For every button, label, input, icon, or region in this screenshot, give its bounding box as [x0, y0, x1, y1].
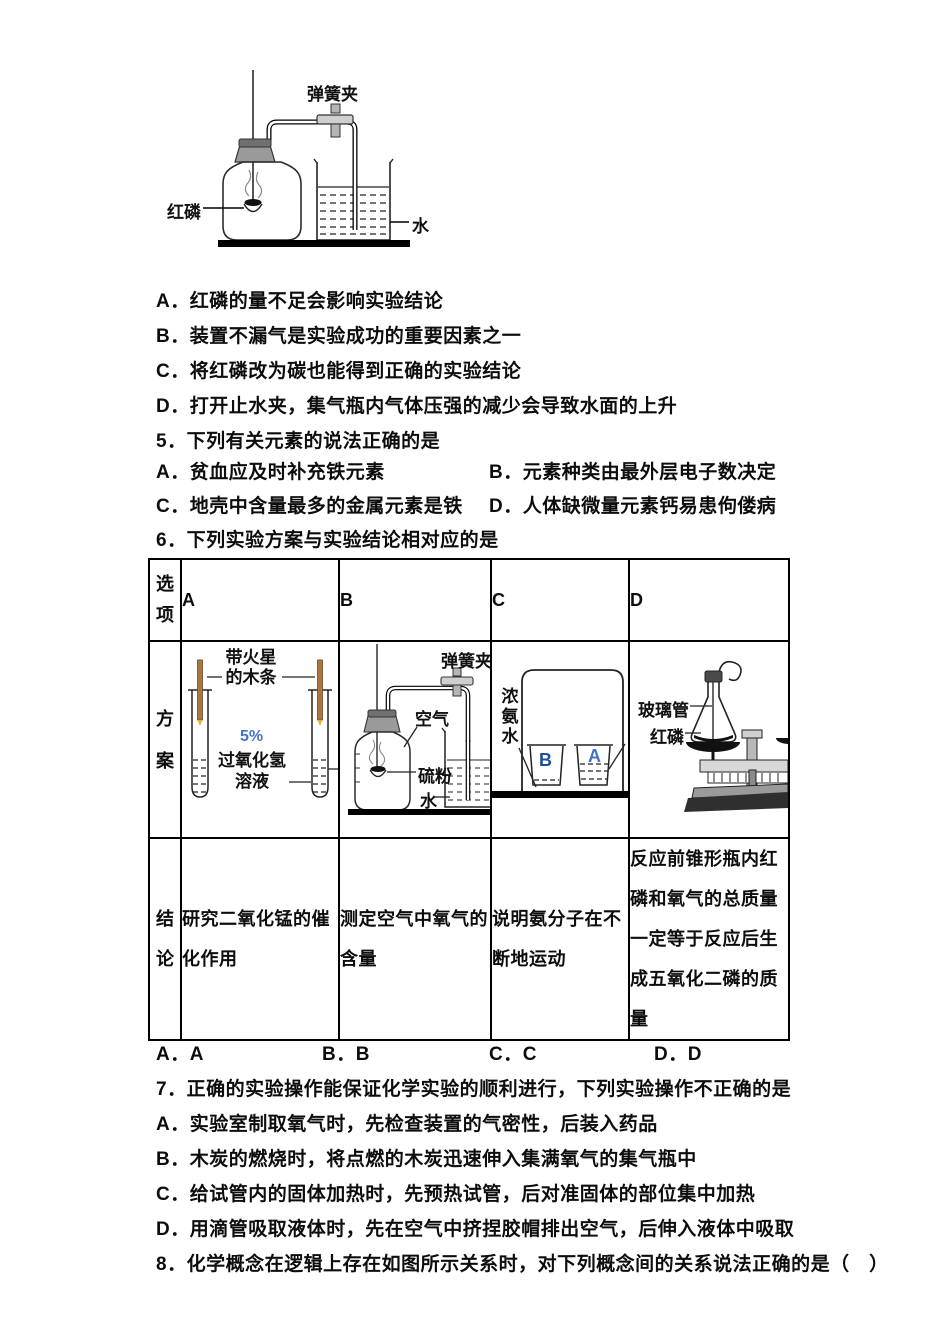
beaker-b: [529, 745, 564, 786]
q4-option-b: B．装置不漏气是实验成功的重要因素之一: [156, 326, 522, 347]
q6-answer-a: A．A: [156, 1044, 204, 1065]
q6-row-plan: 方案: [148, 640, 182, 839]
wood-splint: [317, 659, 323, 721]
balance-beam: [699, 759, 787, 773]
spring-clamp-icon: [316, 103, 354, 138]
bench-base: [493, 791, 627, 798]
splint-label: 带火星的木条: [225, 648, 277, 687]
combustion-spoon: [243, 203, 263, 213]
spark: [317, 720, 323, 726]
q6-corner-cell: 选项: [148, 558, 182, 642]
air-label: 空气: [415, 710, 449, 729]
peroxide-solution-label: 过氧化氢溶液: [218, 751, 286, 791]
q5-option-b: B．元素种类由最外层电子数决定: [489, 462, 777, 483]
q6-answer-c: C．C: [489, 1044, 537, 1065]
q4-apparatus-shapes: [203, 70, 410, 247]
bell-jar: [521, 669, 624, 792]
q6-plan-c-cell: 浓氨水 B A: [490, 640, 630, 839]
q6-answer-b: B．B: [322, 1044, 370, 1065]
q6-table: 选项 A B C D 方案: [148, 558, 790, 1041]
q6-plan-d-cell: 玻璃管 红磷: [628, 640, 790, 839]
q6-conclusion-a: 研究二氧化锰的催化作用: [180, 837, 340, 1041]
test-tube: [191, 690, 209, 798]
q6-row-conclusion: 结论: [148, 837, 182, 1041]
plan-c-diagram: [493, 669, 627, 798]
spring-clamp-icon: [440, 667, 474, 697]
stand-base: [348, 809, 489, 815]
q6-col-b: B: [338, 558, 492, 642]
q7-option-b: B．木炭的燃烧时，将点燃的木炭迅速伸入集满氧气的集气瓶中: [156, 1149, 697, 1170]
q6-plan-b-cell: 弹簧夹 空气 硫粉 水: [338, 640, 492, 839]
clamp-label: 弹簧夹: [307, 85, 358, 104]
q6-col-a: A: [180, 558, 340, 642]
spark: [197, 720, 203, 726]
q6-conclusion-b: 测定空气中氧气的含量: [338, 837, 492, 1041]
q7-stem: 7．正确的实验操作能保证化学实验的顺利进行，下列实验操作不正确的是: [156, 1079, 792, 1100]
beaker-a-letter: A: [588, 746, 601, 766]
q7-option-a: A．实验室制取氧气时，先检查装置的气密性，后装入药品: [156, 1114, 658, 1135]
ammonia-label: 浓氨水: [501, 687, 519, 746]
q5-option-c: C．地壳中含量最多的金属元素是铁: [156, 496, 463, 517]
q6-col-d: D: [628, 558, 790, 642]
q4-apparatus-diagram: 弹簧夹 红磷 水: [165, 70, 455, 255]
water-label: 水: [412, 217, 429, 236]
q8-stem: 8．化学概念在逻辑上存在如图所示关系时，对下列概念间的关系说法正确的是（ ）: [156, 1254, 889, 1275]
q5-option-a: A．贫血应及时补充铁元素: [156, 462, 385, 483]
balance-base: [684, 792, 787, 812]
stopper: [234, 144, 276, 163]
q7-option-d: D．用滴管吸取液体时，先在空气中挤捏胶帽排出空气，后伸入液体中吸取: [156, 1219, 795, 1240]
beaker-b-letter: B: [539, 750, 552, 770]
balance-right-pan: [775, 738, 787, 744]
combustion-spoon: [369, 769, 387, 778]
test-tube: [311, 690, 329, 798]
balance-ruler: [707, 771, 787, 784]
beaker: [444, 731, 489, 808]
water-label: 水: [420, 792, 437, 811]
stopper: [363, 715, 401, 733]
q6-stem: 6．下列实验方案与实验结论相对应的是: [156, 530, 499, 551]
plan-a-diagram: [188, 659, 337, 798]
balance-left-pan: [686, 742, 740, 752]
glass-tube-label: 玻璃管: [638, 701, 689, 720]
q4-option-d: D．打开止水夹，集气瓶内气体压强的减少会导致水面的上升: [156, 396, 678, 417]
gas-bottle: [222, 161, 302, 241]
peroxide-pct-label: 5%: [240, 728, 264, 745]
q4-option-a: A．红磷的量不足会影响实验结论: [156, 291, 444, 312]
stand-base: [218, 240, 410, 247]
q6-col-c: C: [490, 558, 630, 642]
red-phosphorus-label: 红磷: [650, 728, 684, 747]
sulfur-sample: [370, 766, 386, 772]
q6-answer-d: D．D: [654, 1044, 702, 1065]
plan-d-diagram: [684, 660, 787, 812]
q6-plan-a-cell: 带火星的木条 5% 过氧化氢溶液: [180, 640, 340, 839]
smoke: [244, 169, 263, 199]
smoke: [368, 739, 386, 767]
q6-conclusion-d: 反应前锥形瓶内红磷和氧气的总质量一定等于反应后生成五氧化二磷的质量: [628, 837, 790, 1041]
q6-conclusion-c: 说明氨分子在不断地运动: [490, 837, 630, 1041]
plan-b-diagram: [348, 644, 489, 815]
q5-option-d: D．人体缺微量元素钙易患佝偻病: [489, 496, 777, 517]
q7-option-c: C．给试管内的固体加热时，先预热试管，后对准固体的部位集中加热: [156, 1184, 756, 1205]
clamp-label: 弹簧夹: [441, 652, 491, 671]
rider-slider: [748, 769, 757, 787]
beaker-a: [576, 745, 611, 786]
bent-tube: [718, 660, 742, 682]
red-phosphorus-sample: [694, 735, 733, 742]
sulfur-label: 硫粉: [418, 767, 452, 786]
q4-option-c: C．将红磷改为碳也能得到正确的实验结论: [156, 361, 522, 382]
red-phosphorus-label: 红磷: [167, 203, 201, 222]
stopper: [704, 670, 723, 683]
red-phosphorus-sample: [244, 199, 262, 206]
q5-stem: 5．下列有关元素的说法正确的是: [156, 431, 441, 452]
wood-splint: [197, 659, 203, 721]
